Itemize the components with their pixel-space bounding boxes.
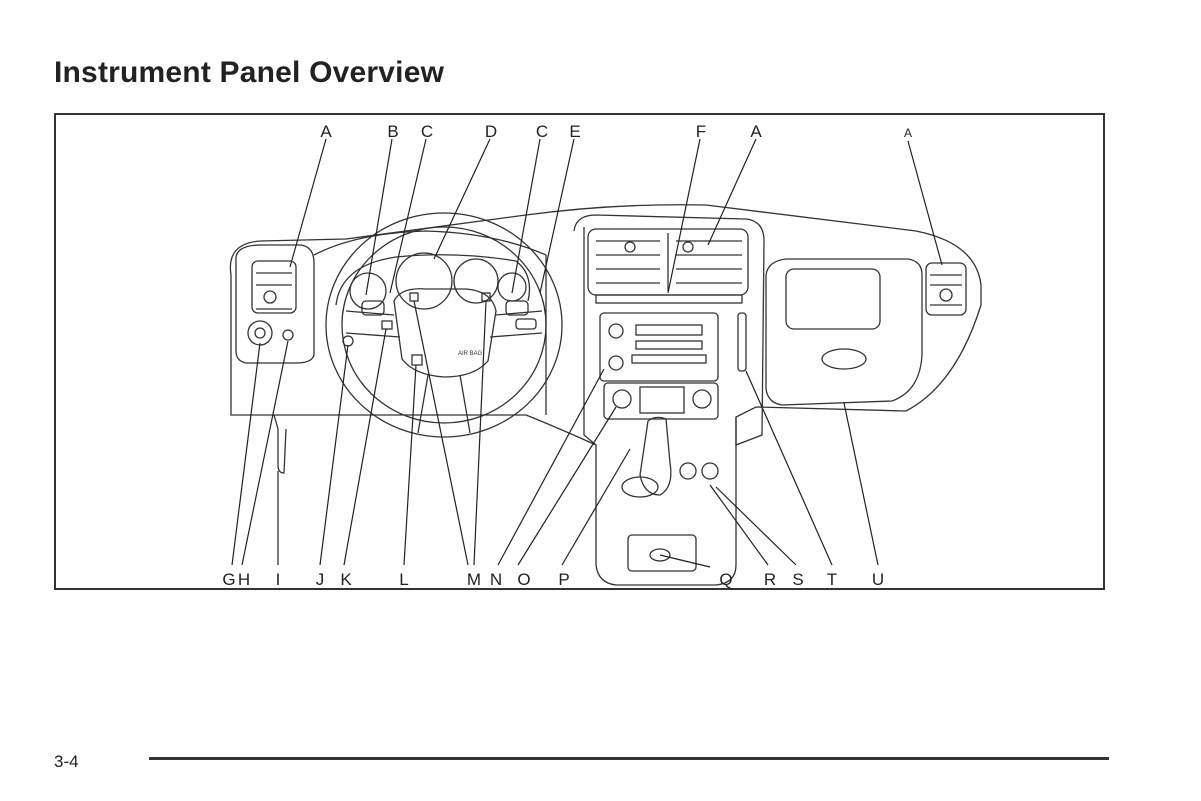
- callout-bottom-q: Q: [719, 570, 732, 589]
- callout-bottom-p: P: [558, 570, 569, 589]
- callout-top-d: D: [485, 122, 497, 141]
- instrument-cluster: [335, 254, 531, 306]
- footer-rule: [149, 757, 1109, 760]
- callout-top-c1: C: [421, 122, 433, 141]
- callout-bottom-h: H: [238, 570, 250, 589]
- page-title: Instrument Panel Overview: [54, 56, 445, 89]
- radio-unit: [599, 312, 719, 382]
- steering-wheel-hub: [393, 288, 497, 378]
- climate-control: [603, 382, 719, 420]
- steering-wheel: [325, 212, 563, 438]
- gear-shifter: [639, 416, 672, 496]
- glove-box-latch: [821, 348, 867, 370]
- callout-top-a1: A: [320, 122, 332, 141]
- callout-top-a2: A: [750, 122, 762, 141]
- callout-bottom-i: I: [276, 570, 281, 589]
- callout-bottom-u: U: [872, 570, 884, 589]
- cupholder: [621, 476, 659, 498]
- right-vent: [925, 262, 967, 316]
- callout-bottom-t: T: [827, 570, 837, 589]
- callout-bottom-o: O: [517, 570, 530, 589]
- airbag-label: AIR BAG: [458, 351, 483, 357]
- callout-bottom-g: G: [222, 570, 235, 589]
- callout-bottom-n: N: [490, 570, 502, 589]
- dashboard-outline: [229, 204, 982, 586]
- callout-bottom-l: L: [399, 570, 408, 589]
- callout-top-f: F: [696, 122, 706, 141]
- callout-bottom-r: R: [764, 570, 776, 589]
- callout-bottom-k: K: [340, 570, 352, 589]
- callout-top-a3: A: [904, 126, 912, 140]
- callout-bottom-s: S: [792, 570, 803, 589]
- callout-bottom-m: M: [467, 570, 481, 589]
- left-vent-housing: [235, 244, 315, 364]
- callout-top-e: E: [569, 122, 580, 141]
- callout-top-c2: C: [536, 122, 548, 141]
- power-outlet: [649, 548, 671, 562]
- instrument-panel-drawing: A B C D C E F A A G H I J K L M N O P Q …: [222, 122, 982, 589]
- page-number: 3-4: [54, 752, 79, 771]
- center-stack: [573, 214, 765, 446]
- instrument-panel-figure: A B C D C E F A A G H I J K L M N O P Q …: [54, 113, 1105, 590]
- callout-top-b: B: [387, 122, 398, 141]
- glove-box: [765, 258, 923, 406]
- callout-bottom-j: J: [316, 570, 325, 589]
